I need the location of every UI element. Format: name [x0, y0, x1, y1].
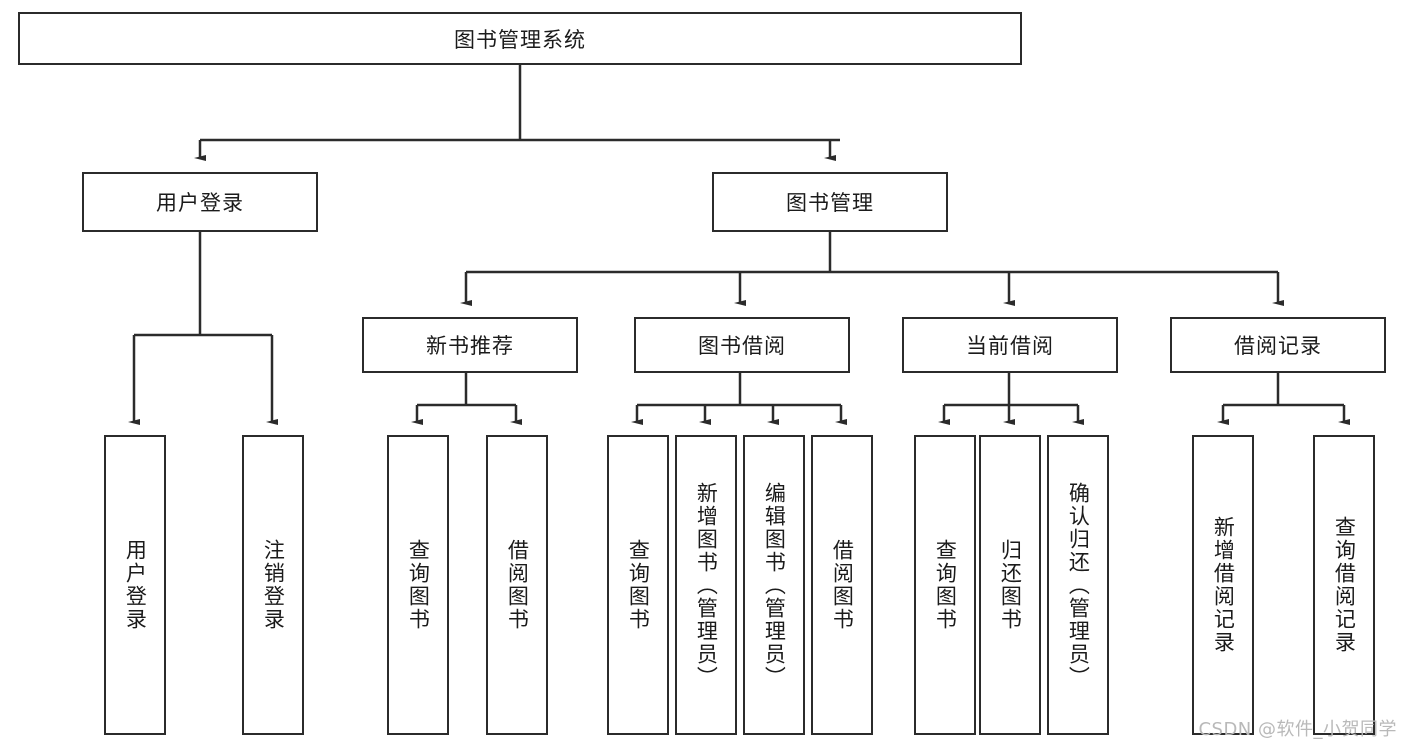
node-book-borrow[interactable]: 图书借阅	[634, 317, 850, 373]
node-leaf-query-book-current[interactable]: 查询图书	[914, 435, 976, 735]
node-leaf-query-book-recommend[interactable]: 查询图书	[387, 435, 449, 735]
node-label: 用户登录	[123, 539, 148, 631]
node-leaf-edit-book-admin[interactable]: 编辑图书（管理员）	[743, 435, 805, 735]
node-leaf-borrow-book-borrow[interactable]: 借阅图书	[811, 435, 873, 735]
watermark-text: CSDN @软件_小贺同学	[1198, 719, 1397, 740]
node-label: 编辑图书（管理员）	[762, 481, 787, 689]
node-label: 查询图书	[406, 539, 431, 631]
node-leaf-confirm-return-admin[interactable]: 确认归还（管理员）	[1047, 435, 1109, 735]
node-label: 借阅图书	[505, 539, 530, 631]
node-label: 借阅图书	[830, 539, 855, 631]
connector-user-login-to-leaves	[128, 232, 278, 425]
connector-new-book-rec-to-leaves	[411, 373, 522, 425]
node-label: 借阅记录	[1234, 334, 1322, 358]
node-label: 查询借阅记录	[1332, 516, 1357, 654]
node-leaf-add-book-admin[interactable]: 新增图书（管理员）	[675, 435, 737, 735]
node-leaf-user-logout[interactable]: 注销登录	[242, 435, 304, 735]
node-borrow-record[interactable]: 借阅记录	[1170, 317, 1386, 373]
node-leaf-return-book[interactable]: 归还图书	[979, 435, 1041, 735]
connector-root-to-level2	[194, 65, 840, 161]
node-label: 图书管理系统	[454, 27, 586, 52]
connector-borrow-record-to-leaves	[1217, 373, 1350, 425]
node-label: 当前借阅	[966, 334, 1054, 358]
node-label: 归还图书	[998, 539, 1023, 631]
node-label: 查询图书	[933, 539, 958, 631]
node-label: 新增借阅记录	[1211, 516, 1236, 654]
node-current-borrow[interactable]: 当前借阅	[902, 317, 1118, 373]
node-label: 图书借阅	[698, 334, 786, 358]
node-label: 新增图书（管理员）	[694, 481, 719, 689]
node-label: 图书管理	[786, 191, 874, 215]
node-new-book-recommend[interactable]: 新书推荐	[362, 317, 578, 373]
node-book-manage[interactable]: 图书管理	[712, 172, 948, 232]
connector-current-borrow-to-leaves	[938, 373, 1084, 425]
node-label: 查询图书	[626, 539, 651, 631]
node-user-login[interactable]: 用户登录	[82, 172, 318, 232]
node-leaf-borrow-book-recommend[interactable]: 借阅图书	[486, 435, 548, 735]
node-leaf-query-borrow-record[interactable]: 查询借阅记录	[1313, 435, 1375, 735]
node-label: 新书推荐	[426, 334, 514, 358]
connector-book-manage-to-level3	[460, 232, 1284, 306]
node-leaf-user-login[interactable]: 用户登录	[104, 435, 166, 735]
node-label: 确认归还（管理员）	[1066, 481, 1091, 689]
node-leaf-query-book-borrow[interactable]: 查询图书	[607, 435, 669, 735]
connector-book-borrow-to-leaves	[631, 373, 847, 425]
node-root-system[interactable]: 图书管理系统	[18, 12, 1022, 65]
node-leaf-add-borrow-record[interactable]: 新增借阅记录	[1192, 435, 1254, 735]
node-label: 用户登录	[156, 191, 244, 215]
node-label: 注销登录	[261, 539, 286, 631]
